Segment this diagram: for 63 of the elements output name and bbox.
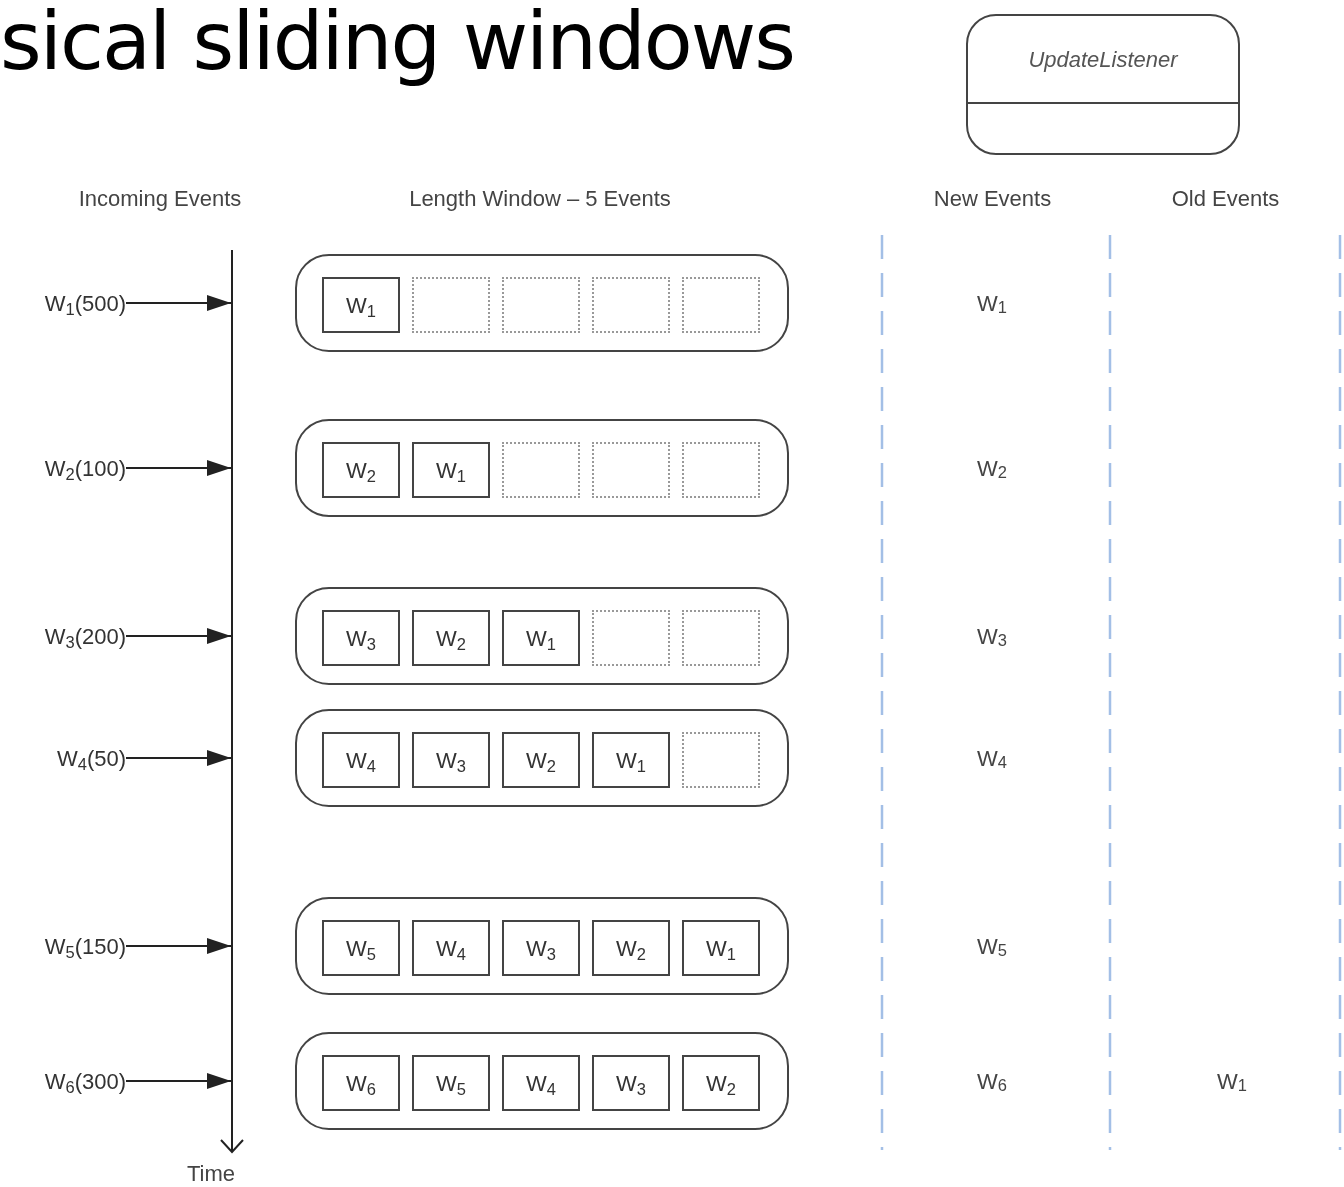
empty-slot — [682, 442, 760, 498]
column-header: New Events — [932, 184, 1053, 213]
event-slot: W$_{5}$ — [412, 1055, 490, 1111]
column-header: Incoming Events — [77, 184, 243, 213]
event-slot: W$_{2}$ — [502, 732, 580, 788]
empty-slot — [682, 732, 760, 788]
event-label: W$_{1}$(500) — [4, 286, 126, 320]
event-slot: W$_{2}$ — [682, 1055, 760, 1111]
event-slot: W$_{3}$ — [322, 610, 400, 666]
empty-slot — [592, 442, 670, 498]
event-slot: W$_{3}$ — [412, 732, 490, 788]
event-slot: W$_{4}$ — [412, 920, 490, 976]
window-container — [295, 419, 789, 517]
window-container — [295, 1032, 789, 1130]
event-name: W$_{1}$ — [1216, 1067, 1248, 1097]
event-slot: W$_{4}$ — [322, 732, 400, 788]
event-slot: W$_{1}$ — [412, 442, 490, 498]
empty-slot — [502, 277, 580, 333]
empty-slot — [502, 442, 580, 498]
arrow — [125, 628, 232, 644]
event-slot: W$_{2}$ — [322, 442, 400, 498]
empty-slot — [682, 610, 760, 666]
event-slot: W$_{3}$ — [502, 920, 580, 976]
event-name: W$_{5}$ — [976, 932, 1008, 962]
event-label: W$_{5}$(150) — [4, 929, 126, 963]
window-container — [295, 254, 789, 352]
column-header: Length Window – 5 Events — [408, 184, 672, 213]
event-label: W$_{2}$(100) — [4, 451, 126, 485]
column-header: Old Events — [1170, 184, 1281, 213]
window-container — [295, 709, 789, 807]
event-slot: W$_{3}$ — [592, 1055, 670, 1111]
empty-slot — [682, 277, 760, 333]
title: sical sliding windows — [0, 0, 794, 90]
event-name: W$_{3}$ — [976, 622, 1008, 652]
event-name: W$_{6}$ — [976, 1067, 1008, 1097]
arrow — [125, 938, 232, 954]
empty-slot — [412, 277, 490, 333]
event-name: W$_{4}$ — [976, 744, 1008, 774]
arrow — [125, 295, 232, 311]
event-slot: W$_{6}$ — [322, 1055, 400, 1111]
event-slot: W$_{5}$ — [322, 920, 400, 976]
event-slot: W$_{1}$ — [322, 277, 400, 333]
event-slot: W$_{1}$ — [502, 610, 580, 666]
event-name: W$_{2}$ — [976, 454, 1008, 484]
arrow — [125, 1073, 232, 1089]
arrow — [125, 750, 232, 766]
empty-slot — [592, 277, 670, 333]
window-container — [295, 897, 789, 995]
event-slot: W$_{2}$ — [592, 920, 670, 976]
event-slot: W$_{1}$ — [592, 732, 670, 788]
event-slot: W$_{4}$ — [502, 1055, 580, 1111]
event-label: W$_{4}$(50) — [4, 741, 126, 775]
class-box — [966, 14, 1240, 155]
arrow — [125, 460, 232, 476]
event-label: W$_{3}$(200) — [4, 619, 126, 653]
event-label: W$_{6}$(300) — [4, 1064, 126, 1098]
event-name: W$_{1}$ — [976, 289, 1008, 319]
event-slot: W$_{1}$ — [682, 920, 760, 976]
empty-slot — [592, 610, 670, 666]
class-name: UpdateListener — [1028, 45, 1178, 74]
window-container — [295, 587, 789, 685]
axis-label: Time — [185, 1159, 237, 1187]
event-slot: W$_{2}$ — [412, 610, 490, 666]
